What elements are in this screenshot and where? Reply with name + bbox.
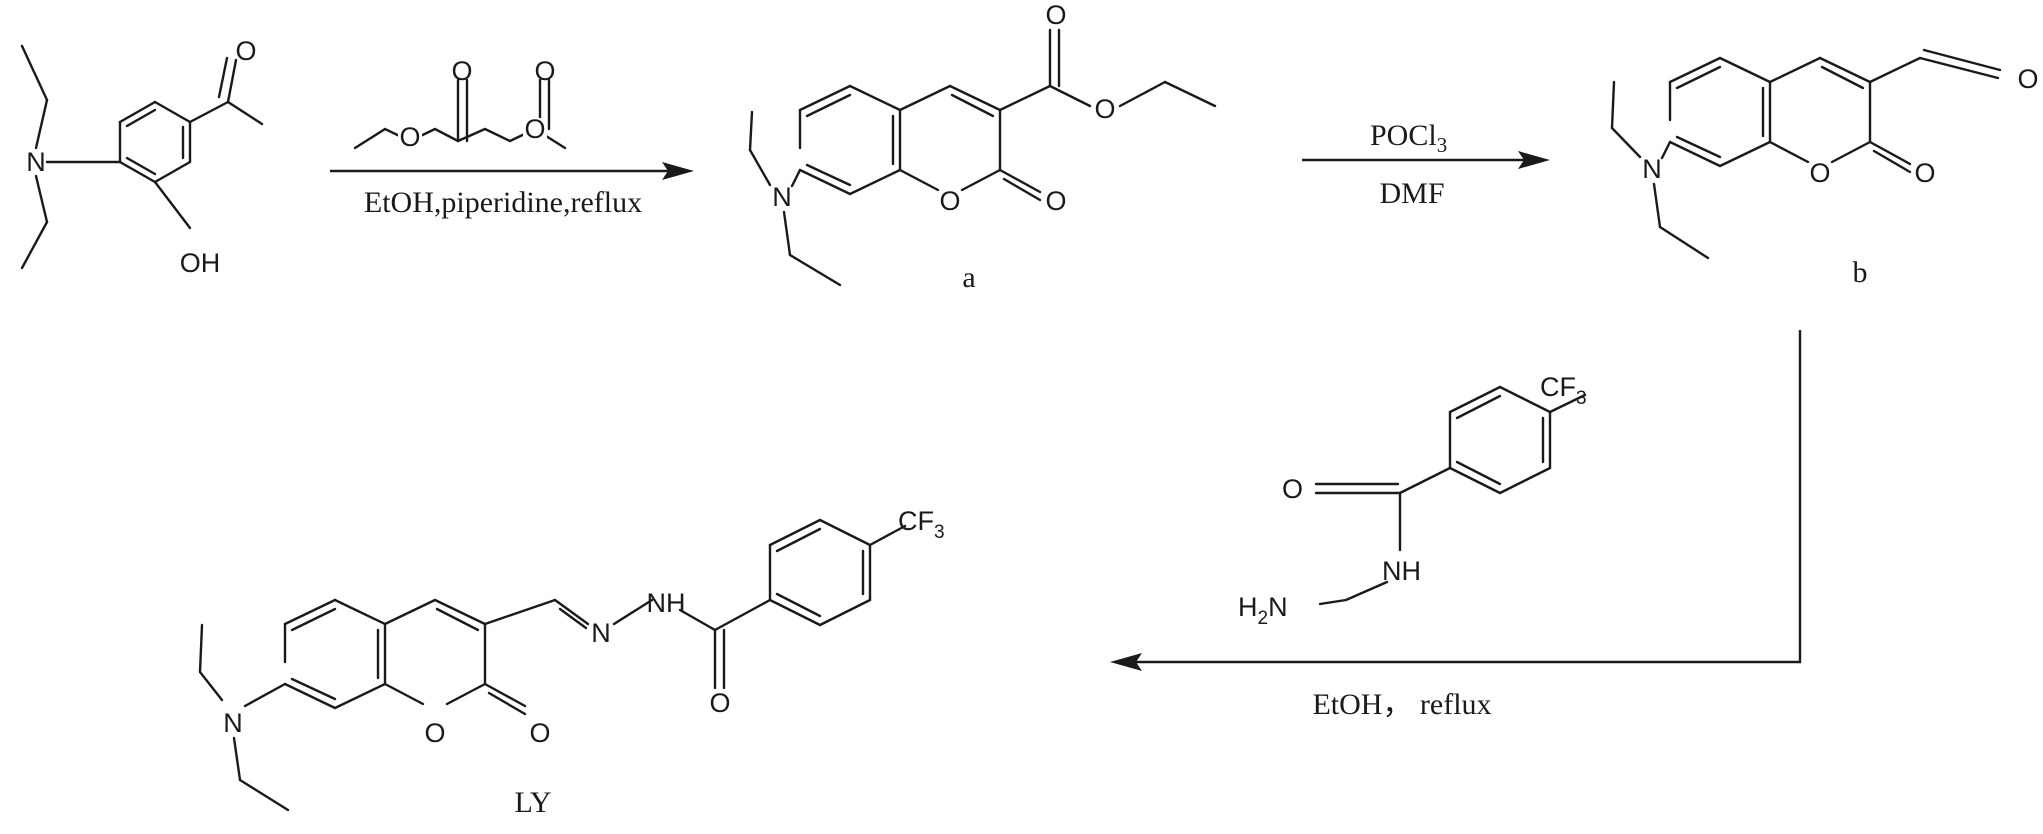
step2-reagent: POCl3: [1370, 119, 1447, 157]
starting-material-structure: N O OH: [20, 36, 264, 278]
compound-a-ester-oxygen: O: [1094, 94, 1115, 124]
compound-b-nitrogen: N: [1642, 154, 1662, 184]
benzohydrazide-reagent-structure: CF3 O NH H2N: [1238, 372, 1587, 629]
diethyl-malonate-structure: O O O O: [353, 56, 567, 152]
compound-a-ester-carbonyl-oxygen: O: [1045, 0, 1066, 30]
compound-b-ring-oxygen: O: [1809, 158, 1830, 188]
hydroxyl-label: OH: [180, 248, 221, 278]
compound-a-structure: N O O O O: [748, 0, 1217, 287]
compound-b-label: b: [1853, 256, 1868, 289]
trifluoromethyl-label: CF3: [1540, 372, 1587, 409]
product-ly-bonds: [198, 518, 907, 812]
compound-b-lactone-oxygen: O: [1914, 158, 1935, 188]
benzohydrazide-bonds: [1314, 385, 1587, 602]
product-amide-oxygen: O: [709, 688, 730, 718]
compound-b-aldehyde-oxygen: O: [2017, 64, 2038, 94]
malonate-carbonyl-oxygen-2: O: [534, 56, 555, 86]
hydrazide-nh-label: NH: [1382, 556, 1421, 586]
malonate-carbonyl-oxygen-1: O: [451, 56, 472, 86]
product-amide-nh-label: NH: [647, 588, 686, 618]
compound-a-ring-oxygen: O: [939, 186, 960, 216]
step1-conditions: EtOH,piperidine,reflux: [364, 186, 642, 219]
compound-a-nitrogen: N: [772, 182, 792, 212]
product-trifluoromethyl-label: CF3: [898, 506, 945, 543]
compound-b-bonds: [1610, 48, 2002, 260]
compound-a-bonds: [748, 28, 1217, 287]
step3-conditions: EtOH， reflux: [1312, 688, 1491, 721]
product-ly-label: LY: [515, 786, 552, 819]
aldehyde-oxygen-label: O: [235, 36, 256, 66]
hydrazide-carbonyl-oxygen: O: [1282, 474, 1303, 504]
malonate-ester-oxygen-1: O: [399, 122, 420, 152]
product-amine-nitrogen: N: [223, 708, 243, 738]
reaction-arrow-2: [1302, 151, 1550, 169]
reaction-arrow-1: [330, 162, 694, 180]
compound-a-lactone-oxygen: O: [1045, 186, 1066, 216]
product-lactone-oxygen: O: [529, 718, 550, 748]
malonate-ester-oxygen-2: O: [524, 114, 545, 144]
step2-solvent: DMF: [1379, 177, 1444, 210]
compound-a-label: a: [962, 261, 975, 294]
compound-b-structure: N O O O: [1610, 48, 2039, 260]
product-ring-oxygen: O: [424, 718, 445, 748]
amine-nitrogen-label: N: [26, 147, 46, 177]
starting-material-bonds: [20, 44, 264, 270]
reaction-arrow-3: [1110, 330, 1802, 671]
hydrazide-nh2-label: H2N: [1238, 592, 1288, 629]
product-ly-structure: N O O N NH O CF3: [198, 506, 945, 812]
product-imine-nitrogen: N: [591, 618, 611, 648]
